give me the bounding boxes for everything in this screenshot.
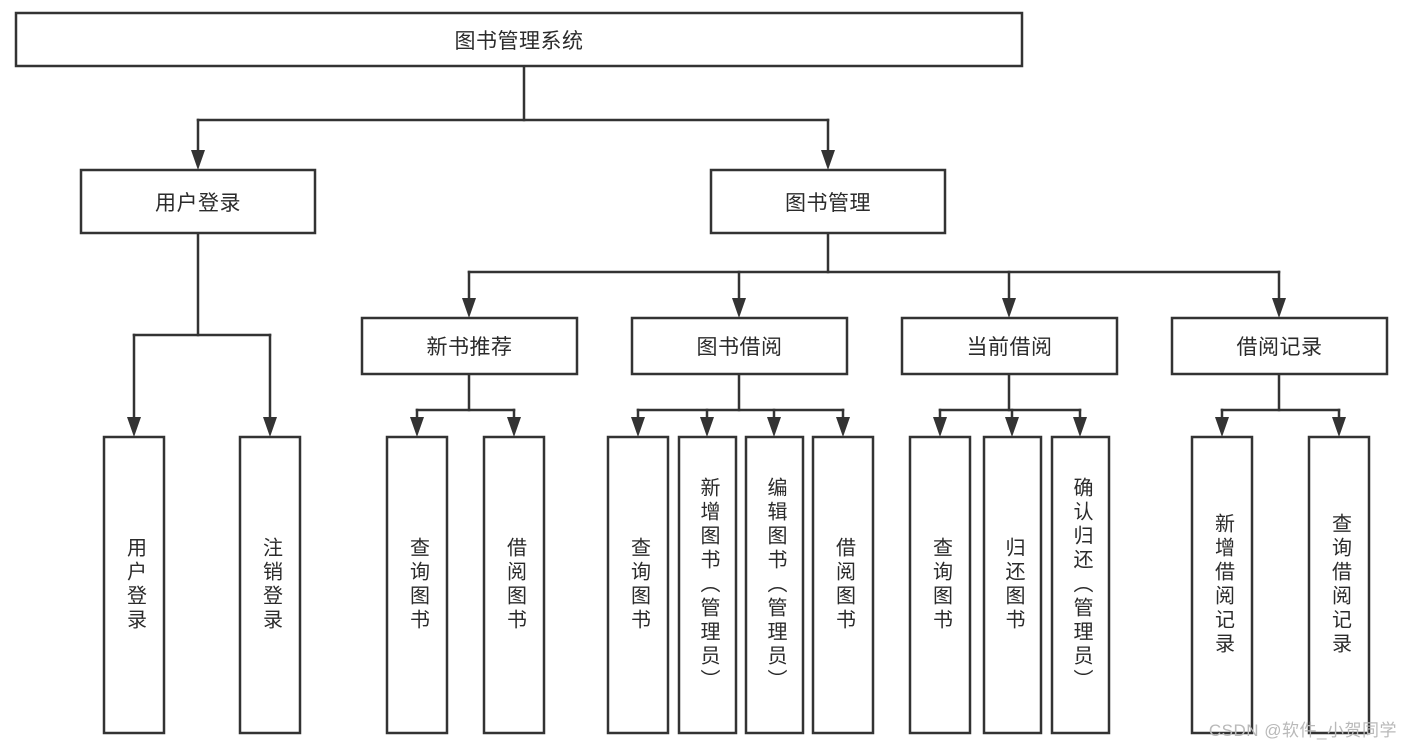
arrow-icon-borrow_record_to_leaves-0 [1215,417,1229,437]
arrow-icon-book_borrow_to_leaves-0 [631,417,645,437]
node-box-leaf-query-book-cb [908,435,972,735]
arrow-icon-current_borrow_to_leaves-1 [1005,417,1019,437]
arrow-icon-book_manage_to_level3-0 [462,298,476,318]
node-box-root [14,11,1024,68]
node-box-leaf-borrow-book-br [811,435,875,735]
node-box-current-borrow [900,316,1119,376]
node-box-new-book-rec [360,316,579,376]
watermark: CSDN @软件_小贺同学 [1208,721,1397,740]
node-box-leaf-add-book [677,435,738,735]
arrow-icon-current_borrow_to_leaves-0 [933,417,947,437]
arrow-icon-new_book_rec_to_leaves-1 [507,417,521,437]
arrow-icon-book_borrow_to_leaves-3 [836,417,850,437]
arrow-icon-borrow_record_to_leaves-1 [1332,417,1346,437]
node-box-leaf-confirm-return [1050,435,1111,735]
arrow-icon-book_manage_to_level3-2 [1002,298,1016,318]
arrow-icon-book_manage_to_level3-1 [732,298,746,318]
arrow-icon-new_book_rec_to_leaves-0 [410,417,424,437]
node-box-leaf-return-book [982,435,1043,735]
arrow-icon-book_manage_to_level3-3 [1272,298,1286,318]
arrow-icon-book_borrow_to_leaves-2 [767,417,781,437]
node-box-book-borrow [630,316,849,376]
node-box-leaf-query-record [1307,435,1371,735]
node-box-leaf-user-login [102,435,166,735]
node-box-leaf-user-logout [238,435,302,735]
arrow-icon-book_borrow_to_leaves-1 [700,417,714,437]
box-layer [14,11,1389,735]
node-box-book-manage [709,168,947,235]
arrow-icon-user_login_to_leaves-0 [127,417,141,437]
node-box-user-login [79,168,317,235]
arrow-icon-root_to_level2-0 [191,150,205,170]
node-box-leaf-add-record [1190,435,1254,735]
connector-layer [127,64,1346,437]
node-box-leaf-borrow-book-rec [482,435,546,735]
node-box-leaf-query-book-rec [385,435,449,735]
arrow-icon-root_to_level2-1 [821,150,835,170]
node-box-leaf-query-book-br [606,435,670,735]
node-box-leaf-edit-book [744,435,805,735]
arrow-icon-user_login_to_leaves-1 [263,417,277,437]
arrow-icon-current_borrow_to_leaves-2 [1073,417,1087,437]
node-box-borrow-record [1170,316,1389,376]
